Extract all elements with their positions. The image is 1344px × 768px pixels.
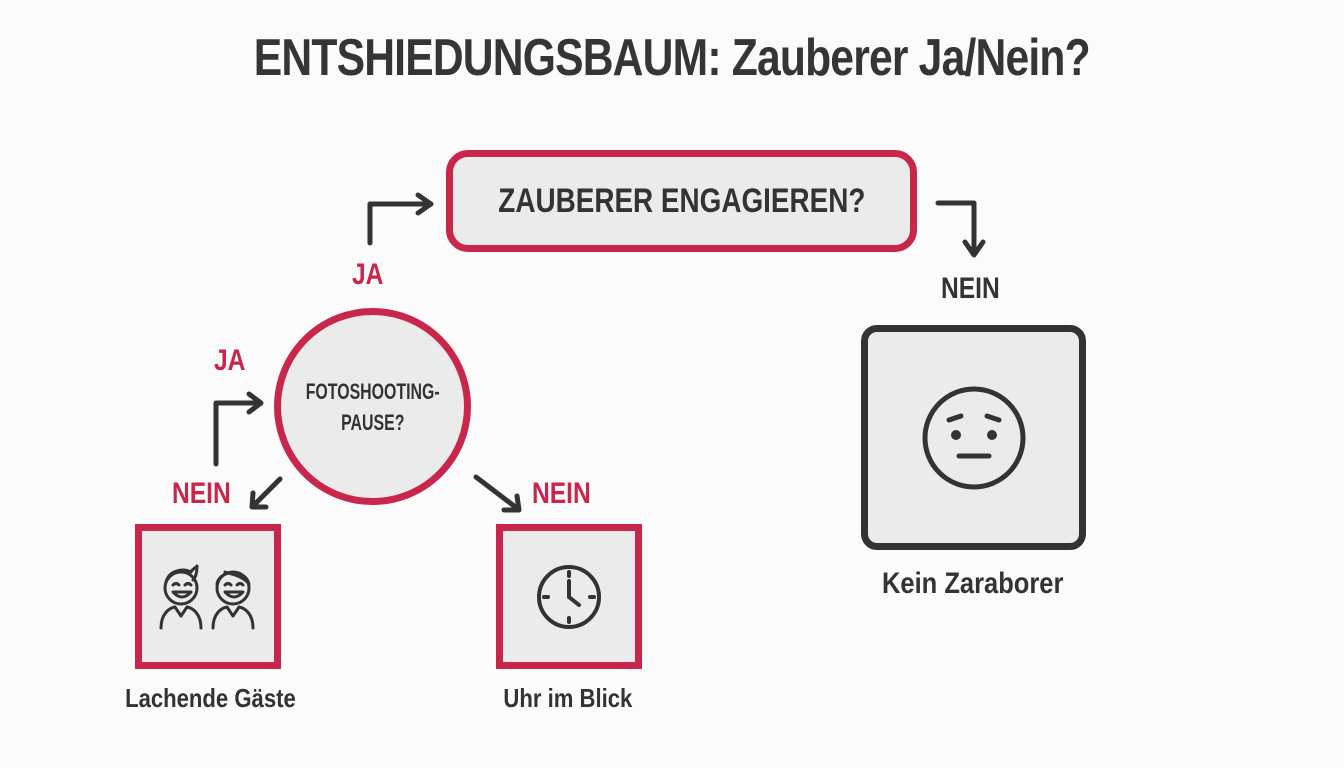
decision-label-line1: FOTOSHOOTING-: [305, 378, 440, 404]
outcome-guests-caption: Lachende Gäste: [125, 683, 296, 713]
outcome-no-magician-caption: Kein Zaraborer: [882, 567, 1064, 600]
edge-label-root-ja: JA: [352, 258, 384, 291]
outcome-guests-box: [135, 524, 281, 669]
photo-break-decision-node: FOTOSHOOTING- PAUSE?: [274, 308, 471, 505]
edge-label-decision-nein-right: NEIN: [532, 477, 591, 510]
page-title: ENTSHIEDUNGSBAUM: Zauberer Ja/Nein?: [0, 28, 1344, 88]
decision-label-line2: PAUSE?: [340, 409, 405, 435]
arrow-ja-to-root: [367, 192, 434, 246]
clock-icon: [537, 564, 601, 629]
arrow-decision-to-guests: [249, 476, 283, 510]
laughing-guests-icon: [159, 564, 255, 629]
edge-label-decision-ja: JA: [214, 344, 246, 377]
arrow-decision-to-clock: [473, 474, 522, 513]
outcome-no-magician-box: [861, 325, 1086, 550]
outcome-clock-box: [496, 524, 642, 669]
root-decision-label: ZAUBERER ENGAGIEREN?: [497, 181, 866, 220]
edge-label-root-nein: NEIN: [941, 272, 1000, 305]
worried-face-icon: [922, 386, 1025, 489]
page-title-text: ENTSHIEDUNGSBAUM: Zauberer Ja/Nein?: [253, 29, 1091, 87]
edge-label-decision-nein-left: NEIN: [172, 477, 231, 510]
arrow-root-to-nein: [935, 200, 986, 258]
outcome-clock-caption: Uhr im Blick: [503, 683, 633, 713]
arrow-ja-to-decision: [213, 391, 264, 467]
root-decision-node: ZAUBERER ENGAGIEREN?: [446, 150, 917, 252]
